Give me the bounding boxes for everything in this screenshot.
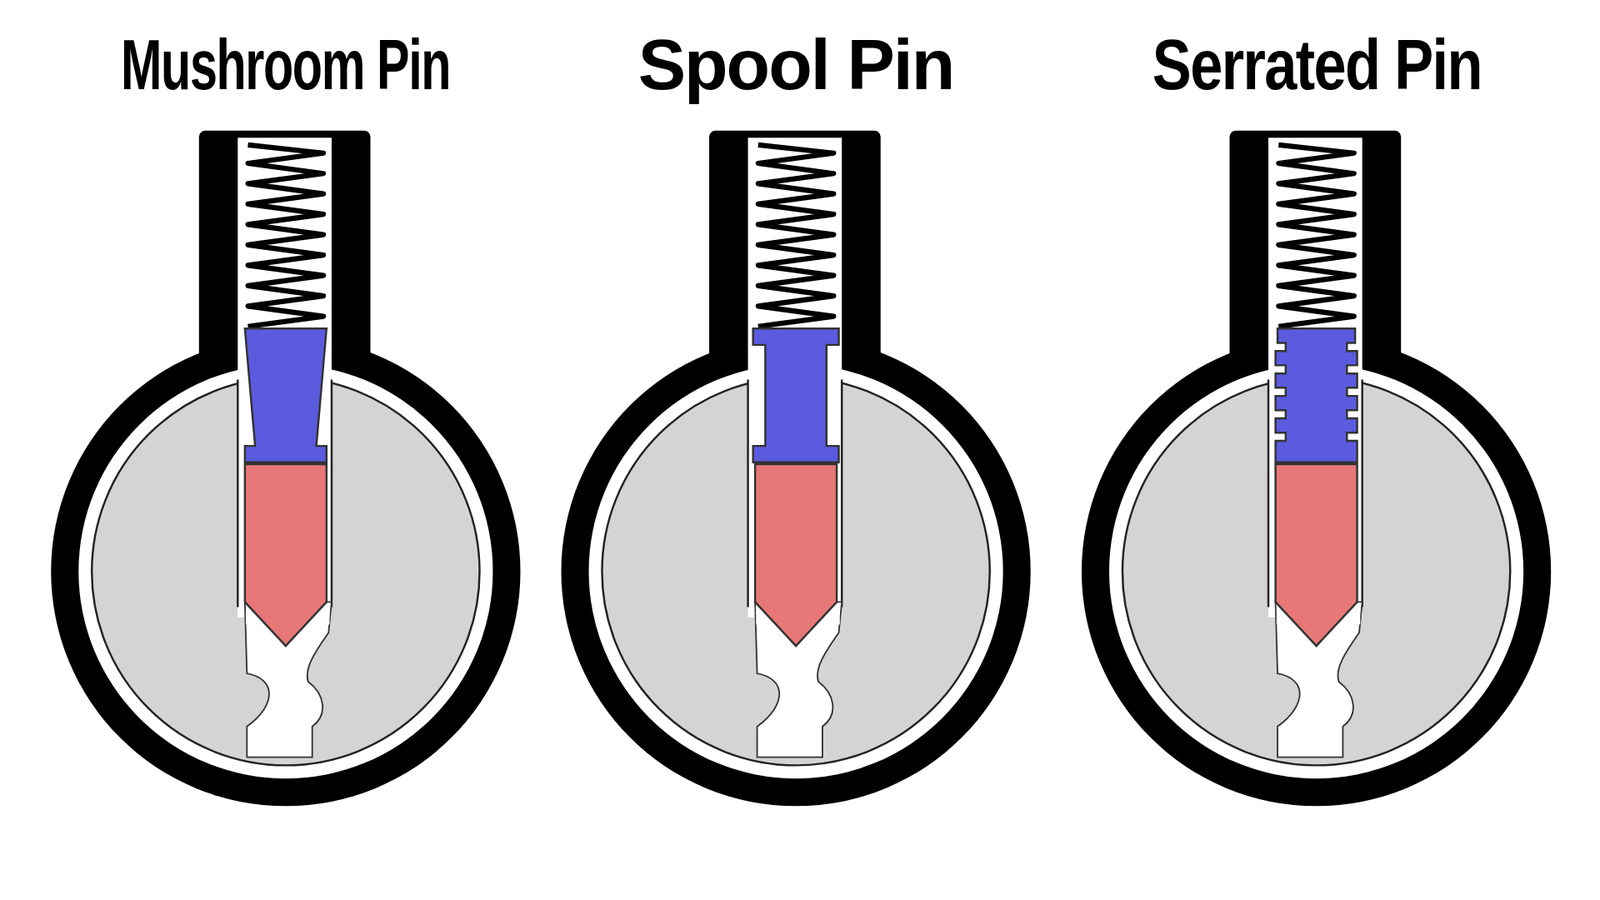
pin-title: Mushroom Pin bbox=[121, 28, 451, 100]
pin-title: Serrated Pin bbox=[1151, 28, 1481, 100]
spool-lock bbox=[560, 130, 1030, 807]
spool-driver-pin bbox=[753, 328, 840, 462]
pin-title: Spool Pin bbox=[638, 28, 955, 100]
serrated-driver-pin bbox=[1275, 328, 1358, 462]
mushroom-driver-pin bbox=[245, 328, 327, 462]
serrated-lock bbox=[1081, 130, 1551, 807]
mushroom-lock bbox=[50, 130, 520, 807]
